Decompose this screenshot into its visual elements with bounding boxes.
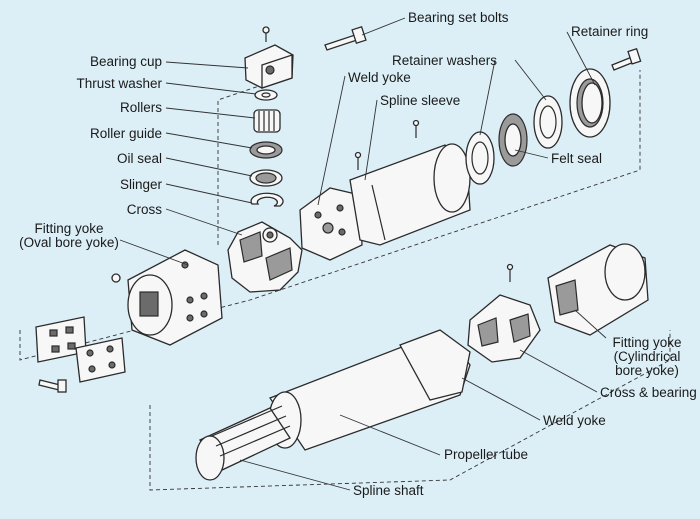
label-spline-sleeve: Spline sleeve — [380, 93, 461, 108]
leader-lines — [119, 17, 607, 491]
label-cross: Cross — [126, 202, 162, 217]
rollers — [253, 109, 281, 133]
label-spline-shaft: Spline shaft — [353, 483, 424, 498]
label-bore-yoke: bore yoke) — [615, 363, 679, 378]
thrust-washer — [254, 89, 278, 101]
label-oil-seal: Oil seal — [116, 151, 162, 166]
label-thrust-washer: Thrust washer — [76, 76, 162, 91]
assembly-outline-upper — [19, 70, 641, 361]
retainer-washer-2 — [533, 95, 563, 149]
thrust-washer-hole — [261, 92, 271, 98]
label-fitting-yoke-cylindrical: Fitting yoke — [612, 335, 682, 350]
grease-nipple-yoke — [111, 273, 121, 283]
label-bearing-set-bolts: Bearing set bolts — [408, 10, 509, 25]
label-slinger: Slinger — [119, 177, 162, 192]
retainer-washer-1 — [465, 131, 495, 185]
cross — [227, 221, 303, 293]
fitting-yoke-cylindrical-bore — [547, 243, 649, 336]
bearing-set-bolt-right — [611, 47, 642, 71]
plate-bolt — [38, 379, 67, 393]
bearing-set-bolt-top — [324, 25, 367, 51]
weld-yoke-top — [299, 187, 363, 261]
slinger — [250, 192, 284, 207]
label-retainer-washers: Retainer washers — [392, 53, 498, 68]
propeller-tube — [268, 329, 471, 451]
label-weld-yoke-bottom: Weld yoke — [543, 413, 606, 428]
label-propeller-tube: Propeller tube — [444, 447, 529, 462]
label-cylindrical: (Cylindrical — [613, 349, 681, 364]
assembly-outline-lower — [149, 330, 671, 491]
label-oval-bore-yoke: (Oval bore yoke) — [19, 235, 119, 250]
felt-seal — [498, 113, 528, 167]
bearing-cup — [244, 44, 294, 89]
yoke-plate-front — [75, 337, 126, 383]
label-rollers: Rollers — [119, 100, 162, 115]
retainer-ring — [569, 68, 611, 138]
label-roller-guide: Roller guide — [89, 126, 162, 141]
cross-and-bearing — [467, 294, 541, 363]
spline-shaft — [195, 405, 291, 481]
label-retainer-ring: Retainer ring — [571, 24, 649, 39]
label-felt-seal: Felt seal — [551, 151, 603, 166]
label-fitting-yoke-oval: Fitting yoke — [34, 221, 104, 236]
grease-nipple-lower — [506, 263, 514, 282]
label-cross-and-bearing: Cross & bearing — [600, 385, 697, 400]
label-weld-yoke-top: Weld yoke — [348, 70, 411, 85]
label-bearing-cup: Bearing cup — [89, 54, 162, 69]
fitting-yoke-oval-bore — [127, 249, 223, 346]
spline-sleeve — [349, 119, 471, 246]
grease-nipple-top — [262, 26, 270, 42]
